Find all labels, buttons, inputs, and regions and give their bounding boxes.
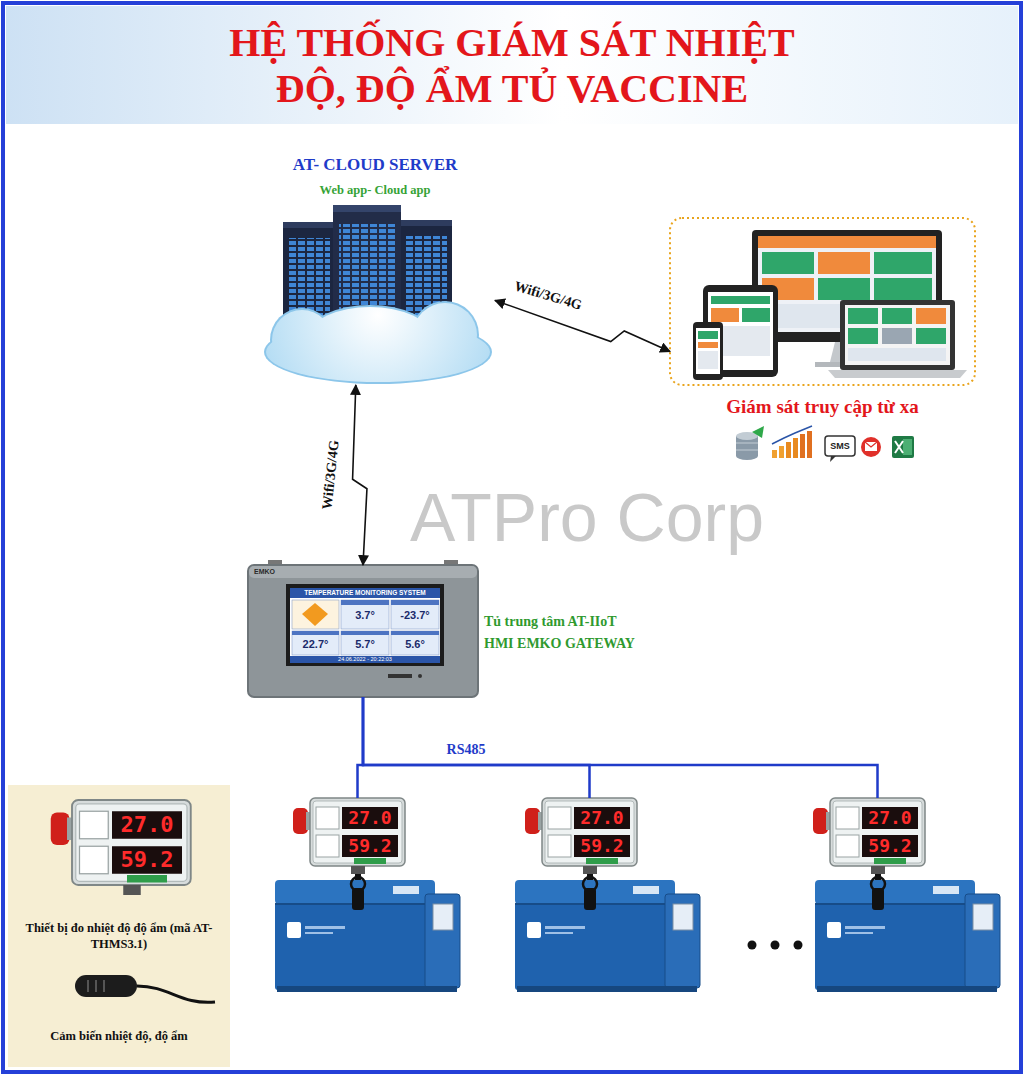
node-text: AT- CLOUD SERVER — [255, 154, 495, 176]
node-text: Tủ trung tâm AT-IIoT HMI EMKO GATEWAY — [484, 611, 724, 655]
gateway-cabinet: Tủ trung tâm AT-IIoT HMI EMKO GATEWAY — [248, 565, 478, 697]
node-text: Thiết bị đo nhiệt độ độ ẩm (mã AT-THMS3.… — [16, 920, 222, 952]
cloud-server: AT- CLOUD SERVER Web app- Cloud app — [255, 150, 495, 385]
icon-label: SMS — [825, 440, 855, 452]
rs485-wire — [363, 697, 590, 798]
node-text: Web app- Cloud app — [255, 182, 495, 198]
remote-monitor-panel: Giám sát truy cập từ xa — [670, 218, 975, 385]
brand-logo: EMKO — [254, 568, 275, 576]
wireless-link — [353, 385, 367, 565]
node-text: 27.0 — [862, 807, 918, 829]
node-text: 59.2 — [342, 835, 398, 857]
rs485-wire — [363, 697, 878, 798]
screen-value: 22.7° — [292, 637, 339, 651]
node-text: 27.0 — [574, 807, 630, 829]
screen-value: 3.7° — [341, 608, 389, 622]
device-panel: Thiết bị đo nhiệt độ độ ẩm (mã AT-THMS3.… — [8, 785, 230, 1067]
edge-label: Wifi/3G/4G — [509, 278, 586, 315]
node-text: 59.2 — [112, 846, 182, 873]
screen-title: TEMPERATURE MONITORING SYSTEM — [290, 588, 440, 598]
screen-value: -23.7° — [391, 608, 439, 622]
edge-label: RS485 — [444, 742, 489, 758]
screen-value: 5.6° — [391, 637, 439, 651]
screen-value: 5.7° — [341, 637, 389, 651]
sensor-display: 27.0 59.2 — [542, 798, 637, 866]
node-text: Giám sát truy cập từ xa — [670, 395, 975, 419]
node-text: 27.0 — [112, 811, 182, 838]
screen-date: 24.06.2022 - 20:22:03 — [290, 656, 440, 663]
diagram-title: HỆ THỐNG GIÁM SÁT NHIỆT ĐỘ, ĐỘ ẨM TỦ VAC… — [152, 20, 872, 112]
node-text: Cảm biến nhiệt độ, độ ẩm — [16, 1028, 222, 1044]
node-text: 59.2 — [574, 835, 630, 857]
edge-label: Wifi/3G/4G — [319, 436, 343, 513]
sensor-display: 27.0 59.2 — [830, 798, 925, 866]
sensor-display: 27.0 59.2 — [72, 800, 191, 885]
sensor-display: 27.0 59.2 — [310, 798, 405, 866]
node-text: 27.0 — [342, 807, 398, 829]
node-text: 59.2 — [862, 835, 918, 857]
watermark: ATPro Corp — [410, 478, 764, 556]
